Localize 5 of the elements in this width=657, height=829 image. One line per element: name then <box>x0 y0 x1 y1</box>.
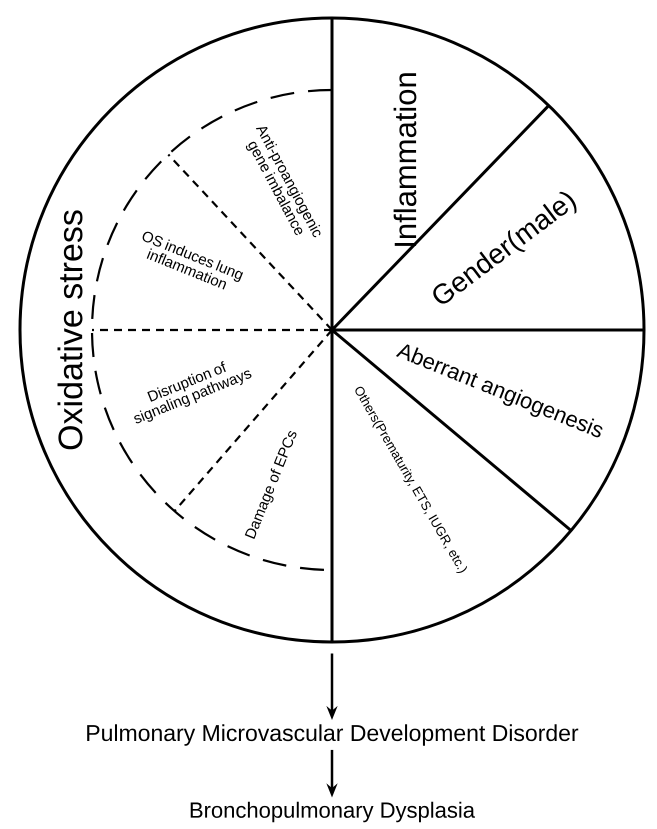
heading-text: Oxidative stress <box>58 210 82 450</box>
pie-circle <box>18 16 646 644</box>
sector-label: Inflammation <box>394 73 416 246</box>
outcome-text: Pulmonary Microvascular Development Disorder <box>87 724 578 746</box>
outcome-text: Bronchopulmonary Dysplasia <box>190 802 475 822</box>
